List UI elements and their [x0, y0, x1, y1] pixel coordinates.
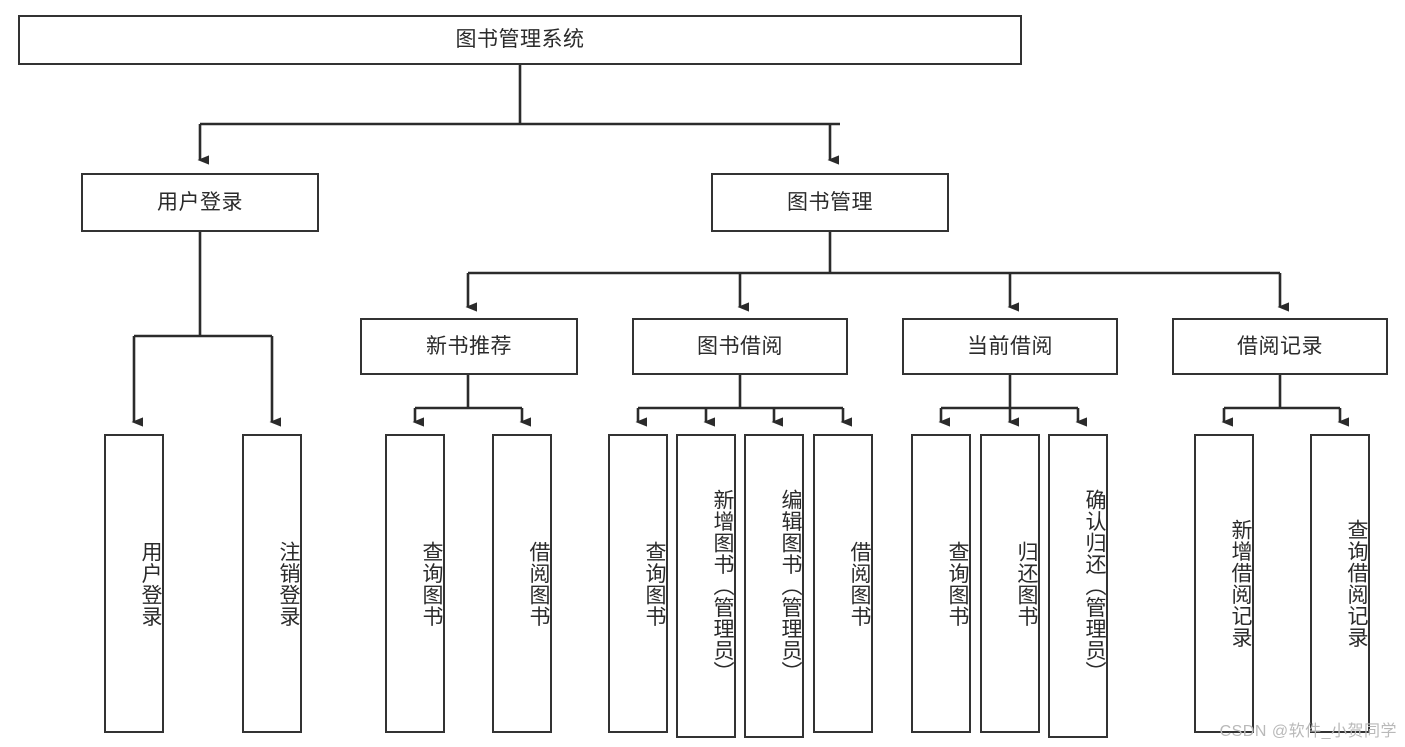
- node-leaf-edit-book[interactable]: 编辑图书（管理员）: [744, 434, 804, 738]
- node-book-manage[interactable]: 图书管理: [711, 173, 949, 232]
- node-leaf-borrow-book-2[interactable]: 借阅图书: [813, 434, 873, 733]
- watermark-text: CSDN @软件_小贺同学: [1219, 723, 1397, 740]
- node-leaf-logout[interactable]: 注销登录: [242, 434, 302, 733]
- node-label: 编辑图书（管理员）: [779, 489, 802, 683]
- node-leaf-add-book[interactable]: 新增图书（管理员）: [676, 434, 736, 738]
- node-leaf-query-record[interactable]: 查询借阅记录: [1310, 434, 1370, 733]
- node-current-borrow[interactable]: 当前借阅: [902, 318, 1118, 375]
- node-leaf-query-book-3[interactable]: 查询图书: [911, 434, 971, 733]
- node-label: 借阅图书: [848, 540, 871, 627]
- node-leaf-return-book[interactable]: 归还图书: [980, 434, 1040, 733]
- node-label: 用户登录: [139, 540, 162, 627]
- node-user-login[interactable]: 用户登录: [81, 173, 319, 232]
- node-label: 图书借阅: [697, 334, 783, 358]
- node-label: 确认归还（管理员）: [1083, 489, 1106, 683]
- node-label: 当前借阅: [967, 334, 1053, 358]
- node-leaf-query-book-2[interactable]: 查询图书: [608, 434, 668, 733]
- node-label: 查询图书: [643, 540, 666, 627]
- node-leaf-confirm-return[interactable]: 确认归还（管理员）: [1048, 434, 1108, 738]
- node-root-book-management-system[interactable]: 图书管理系统: [18, 15, 1022, 65]
- node-label: 新增图书（管理员）: [711, 489, 734, 683]
- node-leaf-query-book-1[interactable]: 查询图书: [385, 434, 445, 733]
- node-new-book-recommend[interactable]: 新书推荐: [360, 318, 578, 375]
- node-label: 借阅图书: [527, 540, 550, 627]
- node-label: 归还图书: [1015, 540, 1038, 627]
- node-leaf-borrow-book-1[interactable]: 借阅图书: [492, 434, 552, 733]
- node-label: 图书管理: [787, 190, 873, 214]
- node-label: 用户登录: [157, 190, 243, 214]
- node-label: 注销登录: [277, 540, 300, 627]
- node-borrow-record[interactable]: 借阅记录: [1172, 318, 1388, 375]
- node-leaf-add-record[interactable]: 新增借阅记录: [1194, 434, 1254, 733]
- node-label: 图书管理系统: [455, 28, 585, 52]
- node-label: 查询借阅记录: [1345, 519, 1368, 648]
- node-book-borrow[interactable]: 图书借阅: [632, 318, 848, 375]
- node-leaf-user-login[interactable]: 用户登录: [104, 434, 164, 733]
- node-label: 查询图书: [420, 540, 443, 627]
- node-label: 新书推荐: [426, 334, 512, 358]
- node-label: 查询图书: [946, 540, 969, 627]
- node-label: 借阅记录: [1237, 334, 1323, 358]
- node-label: 新增借阅记录: [1229, 519, 1252, 648]
